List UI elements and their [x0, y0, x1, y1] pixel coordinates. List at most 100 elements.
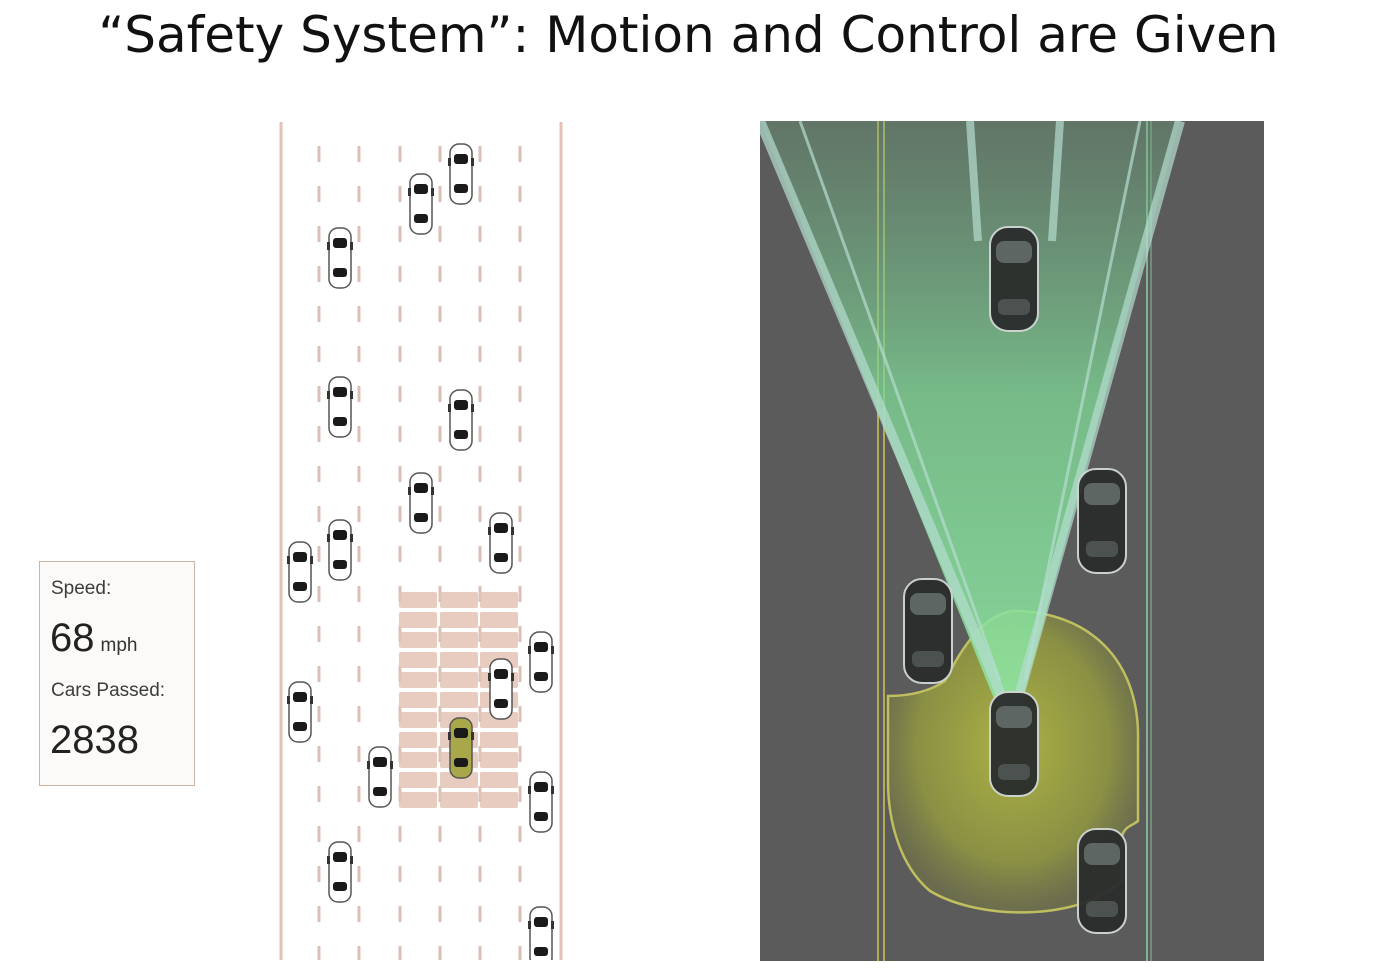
lane-dash [518, 506, 522, 522]
lane-dash [398, 226, 402, 242]
lane-dash [478, 226, 482, 242]
lane-dash [317, 866, 321, 882]
lane-dash [518, 226, 522, 242]
grid-cell [440, 612, 478, 628]
lane-dash [357, 346, 361, 362]
lane-dash [518, 146, 522, 162]
lane-dash [398, 466, 402, 482]
lane-dash [317, 946, 321, 960]
speed-value: 68 [50, 616, 95, 660]
sensor-view [760, 121, 1264, 961]
lane-dash [518, 466, 522, 482]
lane-dash [518, 866, 522, 882]
lane-dash [357, 706, 361, 722]
lane-dash [478, 306, 482, 322]
lane-dash [478, 426, 482, 442]
lane-dash [317, 226, 321, 242]
sensor-beams [760, 121, 1185, 723]
lane-dash [357, 266, 361, 282]
speed-label: Speed: [51, 578, 112, 599]
lane-dash [438, 146, 442, 162]
grid-cell [480, 772, 518, 788]
lane-dash [478, 546, 482, 562]
traffic-car [287, 541, 313, 603]
traffic-car [528, 906, 554, 960]
lane-dash [357, 306, 361, 322]
lane-dash [317, 706, 321, 722]
lane-dash [478, 906, 482, 922]
grid-cell [440, 592, 478, 608]
lane-dash [317, 586, 321, 602]
grid-cell [480, 752, 518, 768]
grid-cell [399, 632, 437, 648]
grid-cell [399, 692, 437, 708]
sensor-car [1077, 468, 1127, 574]
lane-dash [438, 226, 442, 242]
grid-cell [480, 592, 518, 608]
lane-dash [398, 866, 402, 882]
lane-dash [518, 346, 522, 362]
lane-dash [518, 546, 522, 562]
cars-passed-value: 2838 [50, 718, 139, 762]
lane-dash [317, 746, 321, 762]
grid-cell [440, 652, 478, 668]
lane-dash [398, 426, 402, 442]
traffic-car [488, 512, 514, 574]
lane-dash [317, 546, 321, 562]
lane-dash [357, 786, 361, 802]
lane-dash [478, 466, 482, 482]
traffic-car [448, 389, 474, 451]
lane-dash [398, 306, 402, 322]
lane-dash [478, 146, 482, 162]
lane-dash [438, 426, 442, 442]
lane-dash [317, 266, 321, 282]
grid-cell [480, 792, 518, 808]
lane-dash [317, 186, 321, 202]
lane-dash [478, 266, 482, 282]
ego-car [448, 717, 474, 779]
grid-cell [399, 752, 437, 768]
grid-cell [399, 592, 437, 608]
lane-dash [317, 426, 321, 442]
lane-dash [317, 386, 321, 402]
traffic-car [528, 771, 554, 833]
traffic-car [327, 519, 353, 581]
lane-dash [398, 386, 402, 402]
lane-dash [398, 346, 402, 362]
sensor-car [989, 226, 1039, 332]
lane-dash [518, 746, 522, 762]
lane-dash [317, 466, 321, 482]
lane-dash [438, 506, 442, 522]
green-sensor-cone [760, 121, 1180, 726]
lane-dash [478, 826, 482, 842]
grid-cell [399, 732, 437, 748]
grid-cell [399, 652, 437, 668]
grid-cell [440, 632, 478, 648]
traffic-svg [279, 122, 563, 960]
lane-dash [317, 346, 321, 362]
lane-dash [438, 946, 442, 960]
grid-cell [480, 632, 518, 648]
lane-dash [518, 666, 522, 682]
lane-dash [518, 786, 522, 802]
lane-dash [438, 826, 442, 842]
lane-dash [317, 826, 321, 842]
traffic-car [327, 227, 353, 289]
lane-dash [438, 306, 442, 322]
lane-dash [438, 266, 442, 282]
grid-cell [440, 672, 478, 688]
lane-dash [317, 146, 321, 162]
sensor-car [1077, 828, 1127, 934]
lane-dash [518, 306, 522, 322]
lane-dash [398, 186, 402, 202]
traffic-car [287, 681, 313, 743]
lane-dash [438, 386, 442, 402]
cars-passed-label: Cars Passed: [51, 680, 166, 701]
lane-dash [438, 906, 442, 922]
lane-dash [518, 706, 522, 722]
lane-dash [357, 146, 361, 162]
traffic-car [408, 472, 434, 534]
lane-dash [357, 746, 361, 762]
lane-dash [478, 506, 482, 522]
